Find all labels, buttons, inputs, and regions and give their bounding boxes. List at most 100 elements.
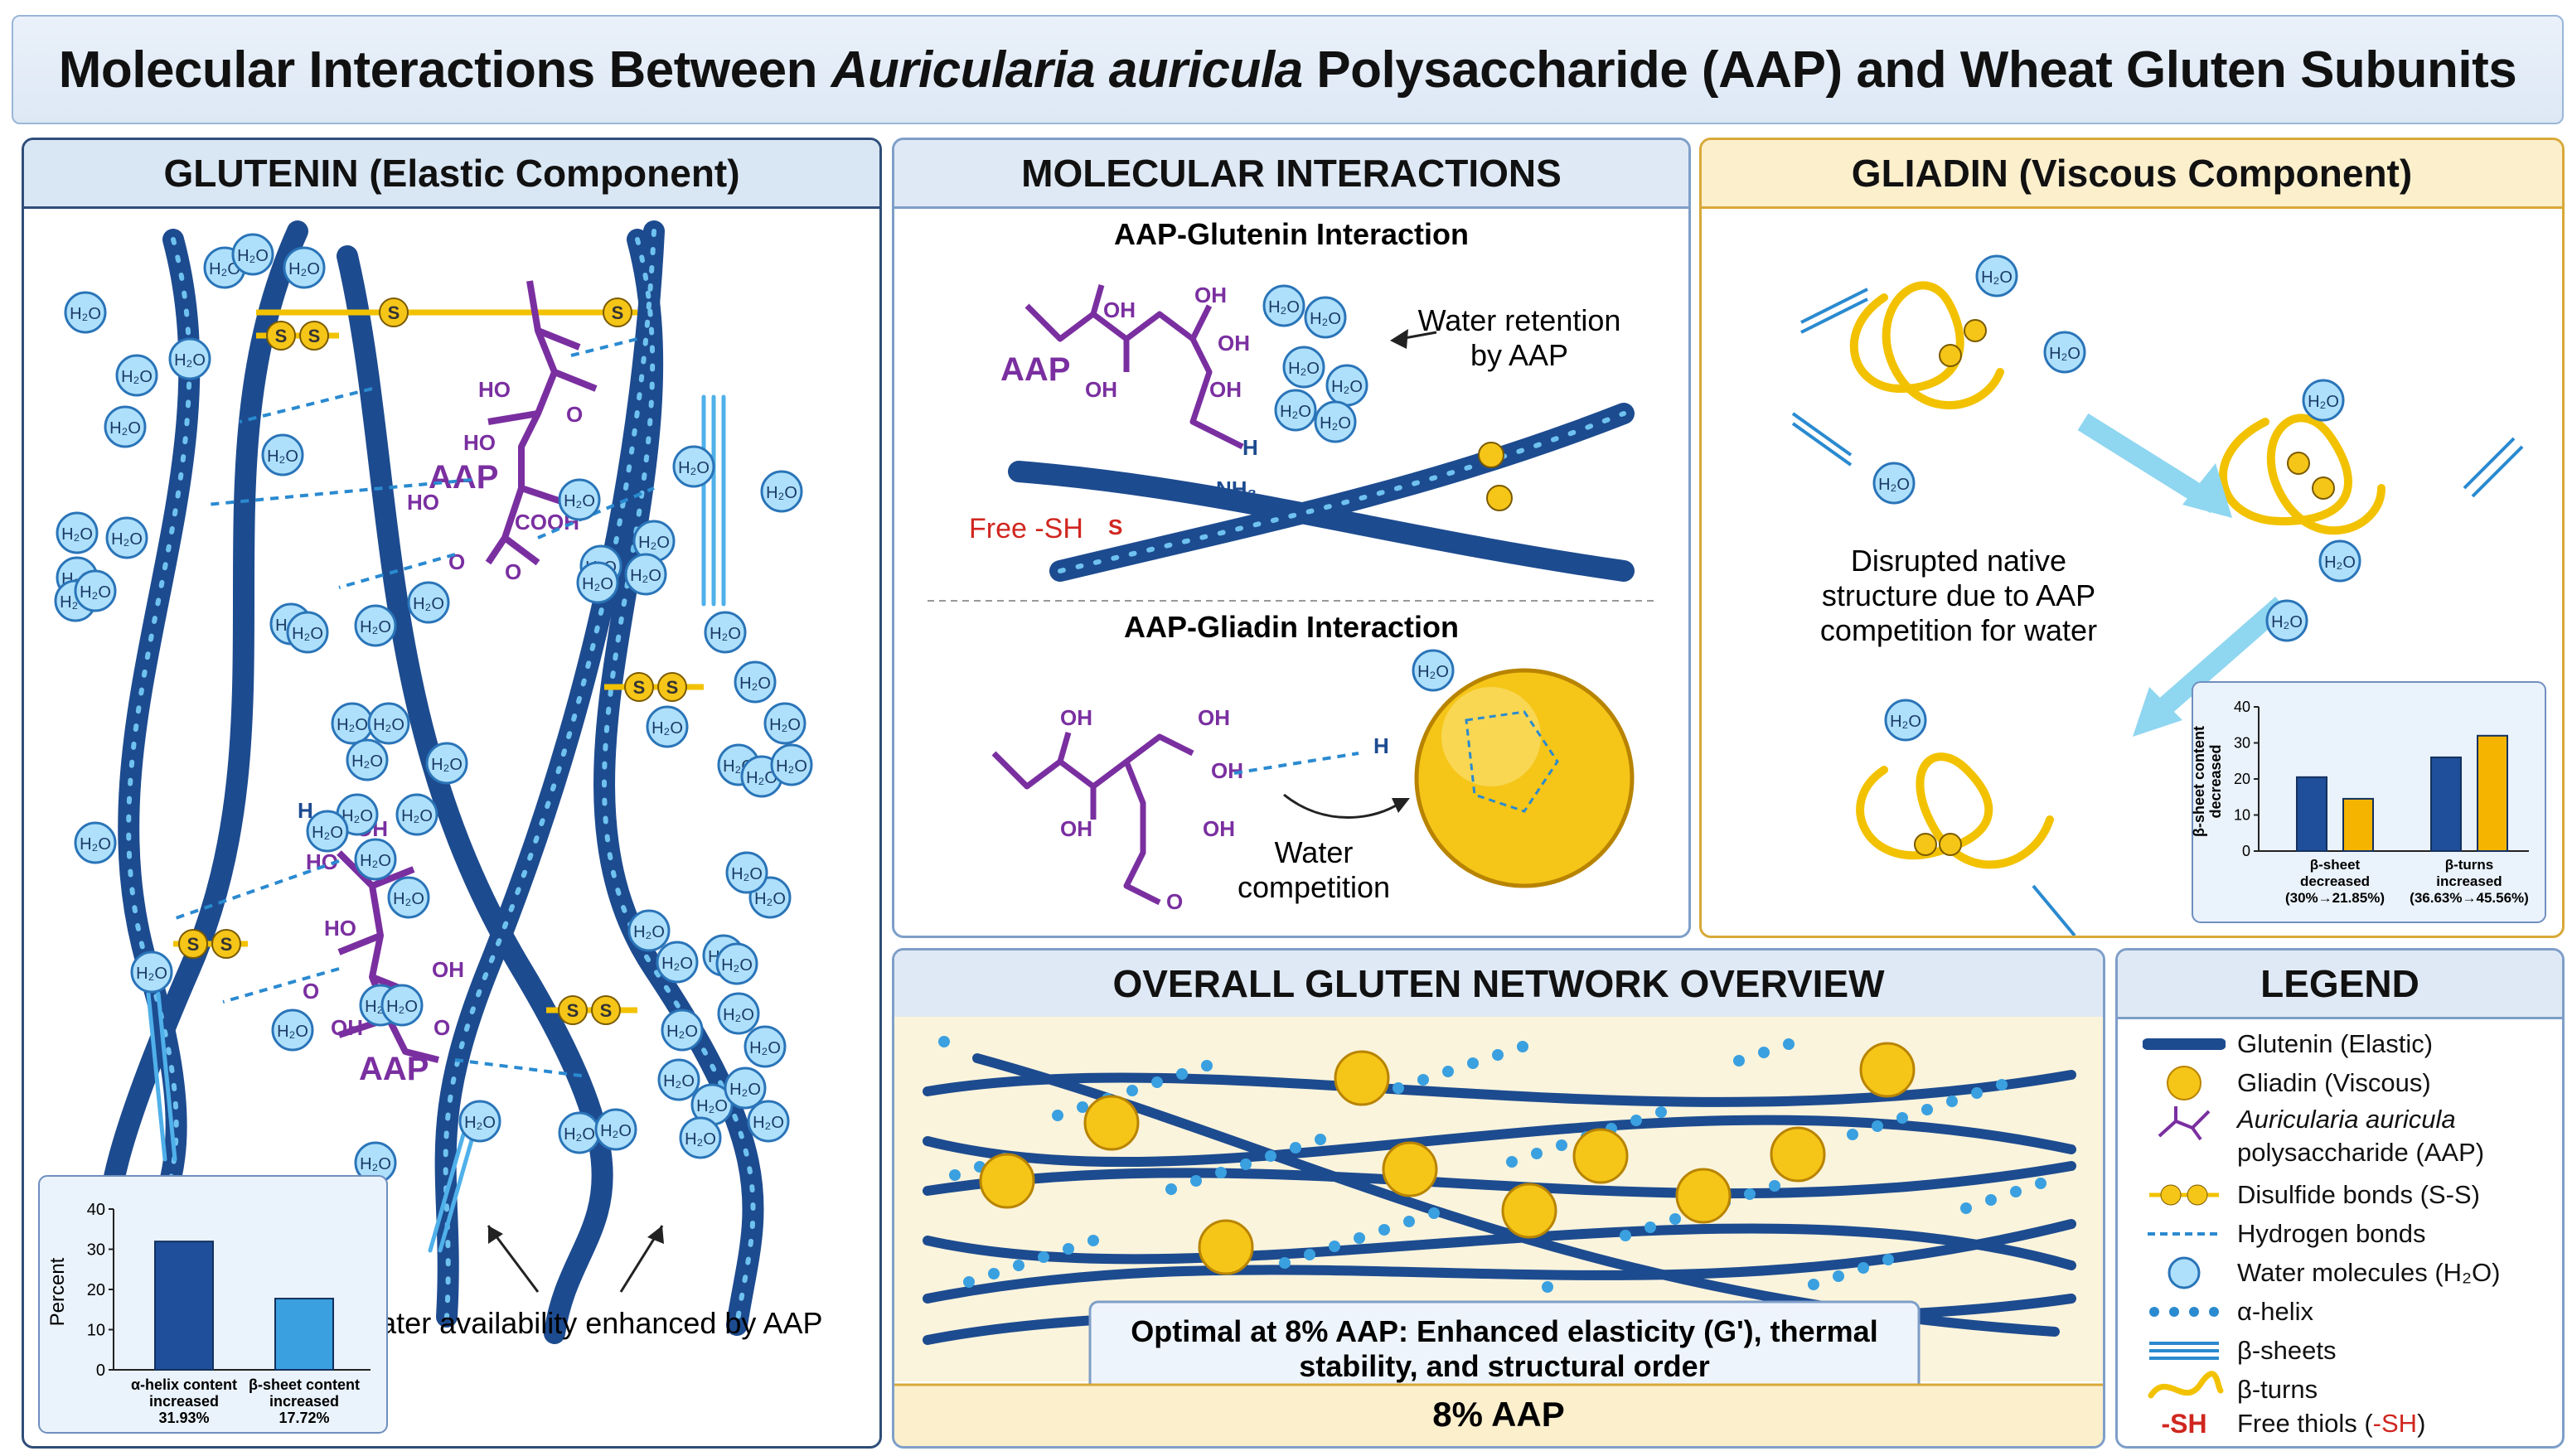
water-molecule-icon: H₂O — [2265, 599, 2308, 642]
svg-text:O: O — [1166, 889, 1183, 914]
water-molecule-icon: H₂O — [661, 1009, 704, 1052]
svg-text:Water retention: Water retention — [1418, 303, 1621, 337]
svg-text:H₂O: H₂O — [360, 1155, 391, 1173]
svg-text:by AAP: by AAP — [1470, 338, 1568, 372]
water-molecule-icon: H₂O — [354, 1141, 397, 1184]
svg-text:H₂O: H₂O — [721, 956, 753, 975]
legend-panel: LEGEND Glutenin (Elastic) Gliadin (Visco… — [2115, 948, 2565, 1449]
svg-text:β-turns: β-turns — [2445, 857, 2494, 873]
title-bar: Molecular Interactions Between Auricular… — [12, 15, 2564, 124]
title-suffix: Polysaccharide (AAP) and Wheat Gluten Su… — [1302, 41, 2517, 99]
svg-text:HO: HO — [324, 916, 356, 941]
svg-text:H₂O: H₂O — [754, 890, 786, 908]
svg-text:H₂O: H₂O — [337, 716, 368, 734]
svg-text:H₂O: H₂O — [386, 998, 418, 1016]
svg-text:NH₂: NH₂ — [1216, 476, 1257, 501]
water-molecule-icon: H₂O — [763, 702, 806, 745]
svg-text:Water: Water — [1275, 835, 1354, 869]
svg-text:H₂O: H₂O — [312, 824, 343, 842]
svg-text:H₂O: H₂O — [1310, 310, 1341, 328]
legend-item-disulfide: Disulfide bonds (S-S) — [2143, 1176, 2480, 1214]
water-molecule-icon: H₂O — [1884, 699, 1927, 742]
water-note: Water availability enhanced by AAP — [353, 1225, 822, 1340]
svg-text:H₂O: H₂O — [401, 807, 433, 825]
overview-panel: OVERALL GLUTEN NETWORK OVERVIEW Optimal … — [892, 948, 2105, 1449]
svg-text:HO: HO — [407, 490, 439, 515]
glutenin-strands — [88, 220, 764, 1344]
water-molecule-icon: H₂O — [104, 405, 147, 448]
aap-label: AAP — [429, 459, 498, 496]
chart-tick-label: 40 — [2234, 699, 2250, 715]
svg-text:H₂O: H₂O — [2324, 554, 2356, 572]
svg-text:decreased: decreased — [2207, 744, 2224, 818]
chart-tick-label: 20 — [87, 1281, 105, 1299]
svg-text:H₂O: H₂O — [1981, 268, 2013, 287]
legend-item-water: Water molecules (H₂O) — [2143, 1254, 2501, 1292]
water-molecule-icon: H₂O — [724, 1067, 767, 1110]
water-molecule-icon: H₂O — [1304, 296, 1347, 339]
svg-text:H₂O: H₂O — [710, 625, 741, 643]
svg-text:Disrupted native: Disrupted native — [1851, 544, 2066, 578]
svg-text:H₂O: H₂O — [1268, 298, 1300, 317]
water-molecule-icon: H₂O — [2302, 379, 2345, 422]
ss-label: S — [187, 934, 200, 955]
gliadin-structures — [1849, 281, 2386, 869]
svg-text:H₂O: H₂O — [753, 1114, 784, 1132]
svg-text:H₂O: H₂O — [1288, 360, 1320, 378]
water-molecule-icon: H₂O — [231, 233, 274, 276]
water-molecule-icon: H₂O — [74, 569, 117, 612]
chart-tick-label: 10 — [2234, 807, 2250, 824]
svg-text:H: H — [1242, 435, 1258, 460]
water-molecule-icon: H₂O — [346, 738, 389, 781]
water-molecule-icon: H₂O — [306, 810, 349, 853]
water-molecule-icon: H₂O — [64, 291, 107, 334]
svg-text:H₂O: H₂O — [413, 595, 444, 613]
svg-text:H₂O: H₂O — [638, 534, 670, 552]
water-molecule-icon: H₂O — [1262, 284, 1305, 327]
aap-molecule-bottom — [337, 850, 439, 1063]
water-molecule-icon: H₂O — [1325, 364, 1368, 407]
svg-text:H₂O: H₂O — [666, 1023, 698, 1041]
interactions-panel: MOLECULAR INTERACTIONS AAP-Glutenin Inte… — [892, 138, 1691, 938]
svg-text:H₂O: H₂O — [723, 1006, 754, 1024]
aap-molecule-glutenin-site — [1024, 284, 1244, 450]
water-molecule-icon: H₂O — [425, 742, 468, 785]
svg-text:OH: OH — [1198, 705, 1230, 730]
svg-text:31.93%: 31.93% — [158, 1410, 209, 1426]
svg-text:OH: OH — [1085, 377, 1117, 402]
chart-tick-label: 0 — [96, 1362, 105, 1380]
water-molecule-icon: H₂O — [380, 984, 424, 1027]
svg-text:H₂O: H₂O — [739, 675, 771, 693]
svg-text:17.72%: 17.72% — [279, 1410, 329, 1426]
svg-text:H₂O: H₂O — [136, 965, 167, 983]
svg-text:β-sheet content: β-sheet content — [2191, 726, 2207, 837]
svg-text:β-sheet: β-sheet — [2310, 857, 2361, 873]
svg-text:β-sheet content: β-sheet content — [249, 1376, 360, 1393]
legend-item-helix: α-helix — [2143, 1293, 2313, 1331]
overview-footer: 8% AAP — [1432, 1395, 1565, 1434]
chart-tick-label: 0 — [2242, 843, 2250, 859]
svg-text:H₂O: H₂O — [209, 260, 240, 278]
water-molecule-icon: H₂O — [261, 433, 304, 476]
svg-text:O: O — [566, 402, 583, 427]
svg-text:H₂O: H₂O — [288, 260, 320, 278]
water-molecule-icon: H₂O — [704, 611, 747, 654]
svg-text:H₂O: H₂O — [2271, 613, 2303, 631]
svg-text:AAP: AAP — [1000, 351, 1070, 388]
svg-text:α-helix content: α-helix content — [131, 1376, 237, 1393]
water-molecule-icon: H₂O — [115, 354, 158, 397]
water-molecule-icon: H₂O — [558, 1111, 601, 1154]
svg-text:H₂O: H₂O — [1878, 476, 1910, 494]
svg-text:S: S — [1108, 515, 1122, 539]
svg-text:Optimal at 8% AAP: Enhanced el: Optimal at 8% AAP: Enhanced elasticity (… — [1131, 1314, 1877, 1348]
svg-text:H₂O: H₂O — [731, 865, 763, 883]
svg-text:H₂O: H₂O — [1890, 713, 1921, 731]
svg-text:H₂O: H₂O — [351, 752, 383, 771]
svg-text:H₂O: H₂O — [70, 305, 101, 323]
svg-text:H₂O: H₂O — [1280, 403, 1311, 421]
chart-bar — [2296, 776, 2327, 852]
hydrogen-bonds — [172, 337, 655, 1078]
ss-label: S — [567, 1000, 579, 1021]
svg-text:H: H — [1373, 733, 1389, 758]
